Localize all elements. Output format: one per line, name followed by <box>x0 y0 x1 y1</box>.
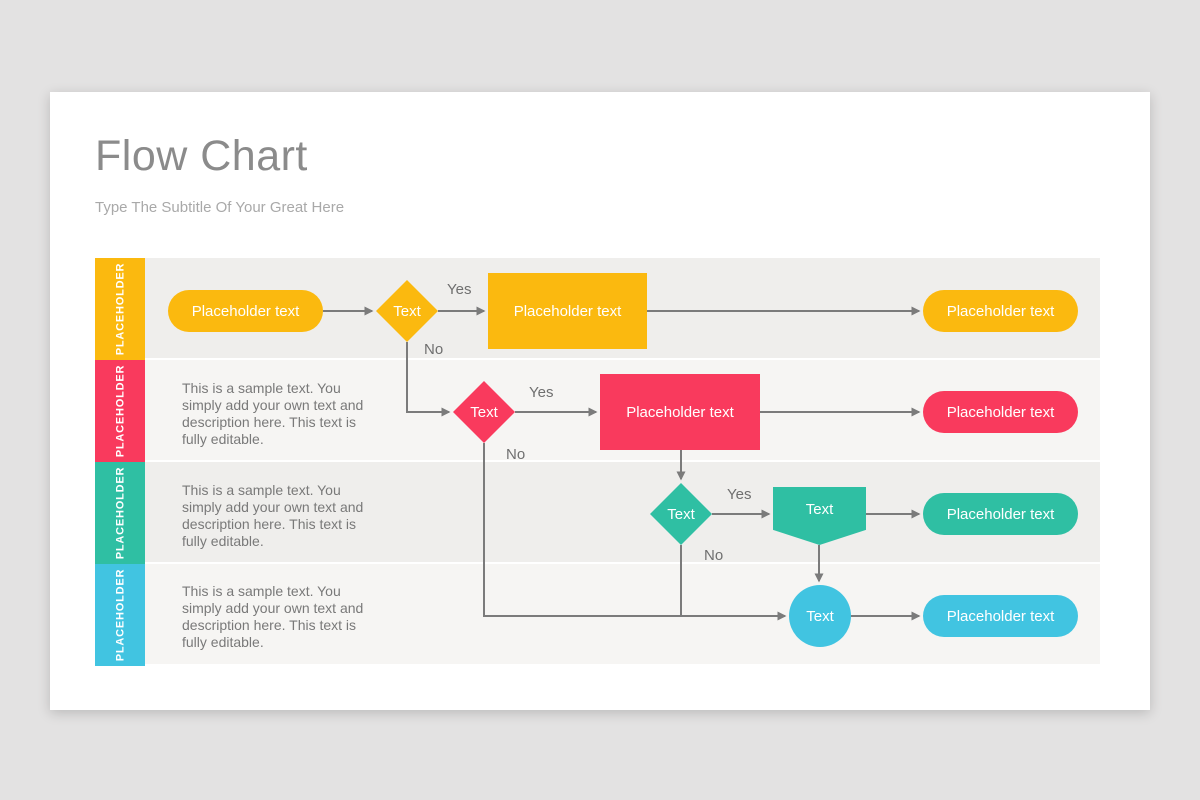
process-2-node: Placeholder text <box>600 374 760 450</box>
end-pill-3-node: Placeholder text <box>923 493 1078 535</box>
description-line: This is a sample text. You <box>182 482 341 498</box>
yes-label-2: Yes <box>529 384 554 401</box>
description-line: description here. This text is <box>182 414 357 430</box>
description-line: simply add your own text and <box>182 499 364 515</box>
description-line: description here. This text is <box>182 516 357 532</box>
lane-1-tab: PLACEHOLDER <box>95 258 145 360</box>
description-line: fully editable. <box>182 634 264 650</box>
process-1-node: Placeholder text <box>488 273 647 349</box>
flowchart: PLACEHOLDER PLACEHOLDER PLACEHOLDER PLAC… <box>95 258 1100 666</box>
description-line: fully editable. <box>182 533 264 549</box>
yes-label-3: Yes <box>727 486 752 503</box>
description-line: This is a sample text. You <box>182 583 341 599</box>
lane-2-tab: PLACEHOLDER <box>95 360 145 462</box>
lane-3-description: This is a sample text. You simply add yo… <box>182 482 363 550</box>
end-pill-4-node: Placeholder text <box>923 595 1078 637</box>
terminator-node: Text <box>789 585 851 647</box>
description-line: simply add your own text and <box>182 397 364 413</box>
start-pill-node: Placeholder text <box>168 290 323 332</box>
connector-decision2-no <box>483 443 787 621</box>
flow-connectors <box>323 306 921 621</box>
lane-3-tab: PLACEHOLDER <box>95 462 145 564</box>
description-line: fully editable. <box>182 431 264 447</box>
yes-label-1: Yes <box>447 281 472 298</box>
slide-title: Flow Chart <box>95 132 308 180</box>
end-pill-1-node: Placeholder text <box>923 290 1078 332</box>
end-pill-2-node: Placeholder text <box>923 391 1078 433</box>
slide-subtitle: Type The Subtitle Of Your Great Here <box>95 199 345 216</box>
description-line: This is a sample text. You <box>182 380 341 396</box>
no-label-1: No <box>424 341 444 358</box>
lane-4-tab: PLACEHOLDER <box>95 564 145 666</box>
description-line: description here. This text is <box>182 617 357 633</box>
no-label-2: No <box>506 446 526 463</box>
slide-card: Flow Chart Type The Subtitle Of Your Gre… <box>50 92 1150 710</box>
description-line: simply add your own text and <box>182 600 364 616</box>
lane-4-description: This is a sample text. You simply add yo… <box>182 583 363 651</box>
no-label-3: No <box>704 547 724 564</box>
connector-decision1-no <box>406 342 451 417</box>
lane-2-description: This is a sample text. You simply add yo… <box>182 380 363 448</box>
